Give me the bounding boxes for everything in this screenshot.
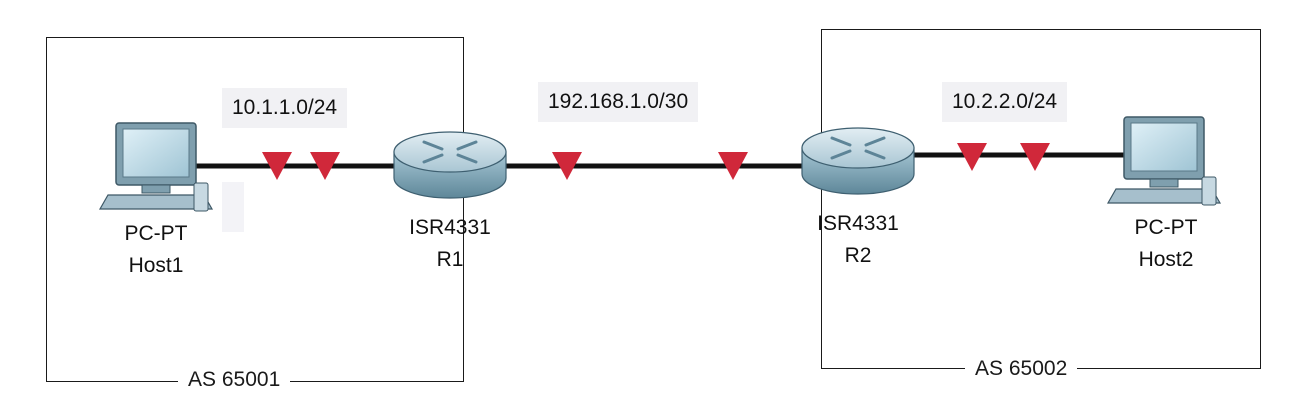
device-label-r2: ISR4331 R2	[793, 208, 923, 272]
device-name: R2	[844, 244, 872, 267]
link-status-indicator	[718, 152, 748, 180]
link-status-indicator	[957, 143, 987, 171]
pc-icon[interactable]	[1106, 116, 1222, 206]
device-name: Host2	[1138, 248, 1194, 271]
device-name: Host1	[128, 254, 184, 277]
selection-ghost	[222, 182, 244, 232]
device-type: ISR4331	[409, 216, 491, 239]
network-label-lan1: 10.1.1.0/24	[222, 88, 348, 128]
device-label-r1: ISR4331 R1	[385, 212, 515, 276]
device-type: PC-PT	[124, 222, 188, 245]
device-label-host2: PC-PT Host2	[1116, 212, 1216, 276]
device-label-host1: PC-PT Host1	[106, 218, 206, 282]
network-label-lan2: 10.2.2.0/24	[942, 82, 1068, 122]
router-icon[interactable]	[393, 131, 507, 199]
link-status-indicator	[552, 152, 582, 180]
router-icon[interactable]	[801, 127, 915, 195]
link-status-indicator	[310, 152, 340, 180]
as-label-65001: AS 65001	[178, 364, 291, 396]
device-name: R1	[436, 248, 464, 271]
link-status-indicator	[1020, 143, 1050, 171]
pc-icon[interactable]	[98, 122, 214, 212]
link-status-indicator	[262, 152, 292, 180]
device-type: ISR4331	[817, 212, 899, 235]
device-type: PC-PT	[1134, 216, 1198, 239]
as-label-65002: AS 65002	[965, 353, 1078, 385]
network-label-wan: 192.168.1.0/30	[538, 82, 699, 122]
